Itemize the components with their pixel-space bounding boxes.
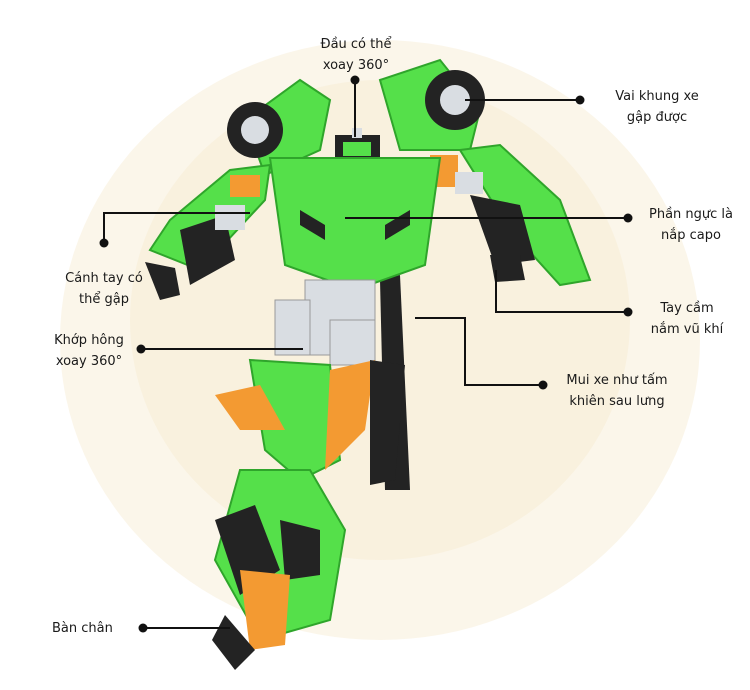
dot-shoulder bbox=[575, 95, 585, 105]
line-hand bbox=[495, 270, 628, 313]
rear-leg bbox=[215, 358, 405, 485]
dot-foot bbox=[138, 623, 148, 633]
dot-hip bbox=[136, 344, 146, 354]
dot-shield bbox=[538, 380, 548, 390]
front-leg bbox=[212, 469, 347, 670]
waist bbox=[274, 279, 376, 366]
callout-chest-label: Phần ngực là nắp capo bbox=[648, 207, 733, 243]
dot-head bbox=[350, 75, 360, 85]
callout-hip-label: Khớp hông xoay 360° bbox=[54, 333, 124, 369]
dot-hand bbox=[623, 307, 633, 317]
dot-arm bbox=[99, 238, 109, 248]
line-shield bbox=[415, 317, 543, 386]
callout-head-label: Đầu có thể xoay 360° bbox=[320, 37, 392, 73]
callout-hand-label: Tay cầm nắm vũ khí bbox=[650, 301, 724, 337]
dot-chest bbox=[623, 213, 633, 223]
right-shoulder bbox=[378, 58, 485, 151]
line-arm bbox=[103, 212, 250, 243]
callout-arm-label: Cánh tay có thể gập bbox=[65, 271, 143, 307]
callout-shoulder-label: Vai khung xe gập được bbox=[615, 89, 699, 125]
callout-shield-label: Mui xe như tấm khiên sau lưng bbox=[566, 373, 668, 409]
background-glow bbox=[60, 40, 700, 640]
left-arm bbox=[145, 163, 272, 300]
callout-lines bbox=[103, 80, 628, 629]
left-shoulder bbox=[227, 78, 332, 177]
callout-dots bbox=[99, 75, 633, 633]
callout-foot-label: Bàn chân bbox=[52, 621, 113, 636]
